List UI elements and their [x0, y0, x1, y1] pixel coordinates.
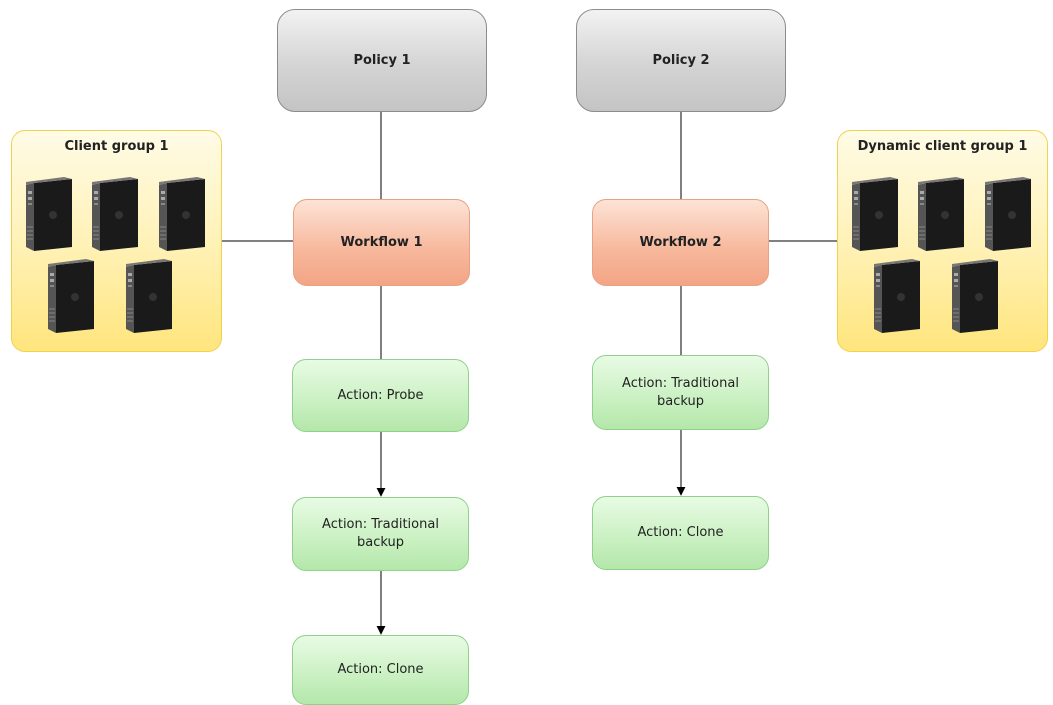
policy-2-node[interactable]: Policy 2 — [576, 9, 786, 112]
wf1-action-probe-label: Action: Probe — [337, 387, 424, 403]
workflow-1-node[interactable]: Workflow 1 — [293, 199, 470, 286]
policy-1-label: Policy 1 — [353, 52, 411, 68]
client-group-1-label: Client group 1 — [64, 139, 169, 154]
server-icon — [157, 177, 209, 251]
server-icon — [950, 259, 1002, 333]
wf2-action-traditional-backup[interactable]: Action: Traditional backup — [592, 355, 769, 430]
wf1-action-traditional-backup[interactable]: Action: Traditional backup — [292, 497, 469, 571]
server-icon — [983, 177, 1035, 251]
server-icon — [46, 259, 98, 333]
wf2-action-clone-label: Action: Clone — [637, 525, 724, 541]
wf1-action-backup-label: Action: Traditional backup — [322, 517, 439, 550]
dynamic-client-group-1-label: Dynamic client group 1 — [857, 139, 1028, 154]
server-icon — [916, 177, 968, 251]
server-icon — [24, 177, 76, 251]
server-icon — [90, 177, 142, 251]
workflow-2-label: Workflow 2 — [639, 234, 722, 250]
client-group-1[interactable]: Client group 1 — [11, 130, 222, 352]
workflow-1-label: Workflow 1 — [340, 234, 423, 250]
workflow-2-node[interactable]: Workflow 2 — [592, 199, 769, 286]
wf2-action-clone[interactable]: Action: Clone — [592, 496, 769, 570]
dynamic-client-group-1[interactable]: Dynamic client group 1 — [837, 130, 1048, 352]
wf1-action-clone-label: Action: Clone — [337, 662, 424, 678]
server-icon — [872, 259, 924, 333]
policy-2-label: Policy 2 — [652, 52, 710, 68]
server-icon — [124, 259, 176, 333]
wf1-action-probe[interactable]: Action: Probe — [292, 359, 469, 432]
wf2-action-backup-label: Action: Traditional backup — [622, 375, 739, 409]
policy-1-node[interactable]: Policy 1 — [277, 9, 487, 112]
server-icon — [850, 177, 902, 251]
wf1-action-clone[interactable]: Action: Clone — [292, 635, 469, 705]
